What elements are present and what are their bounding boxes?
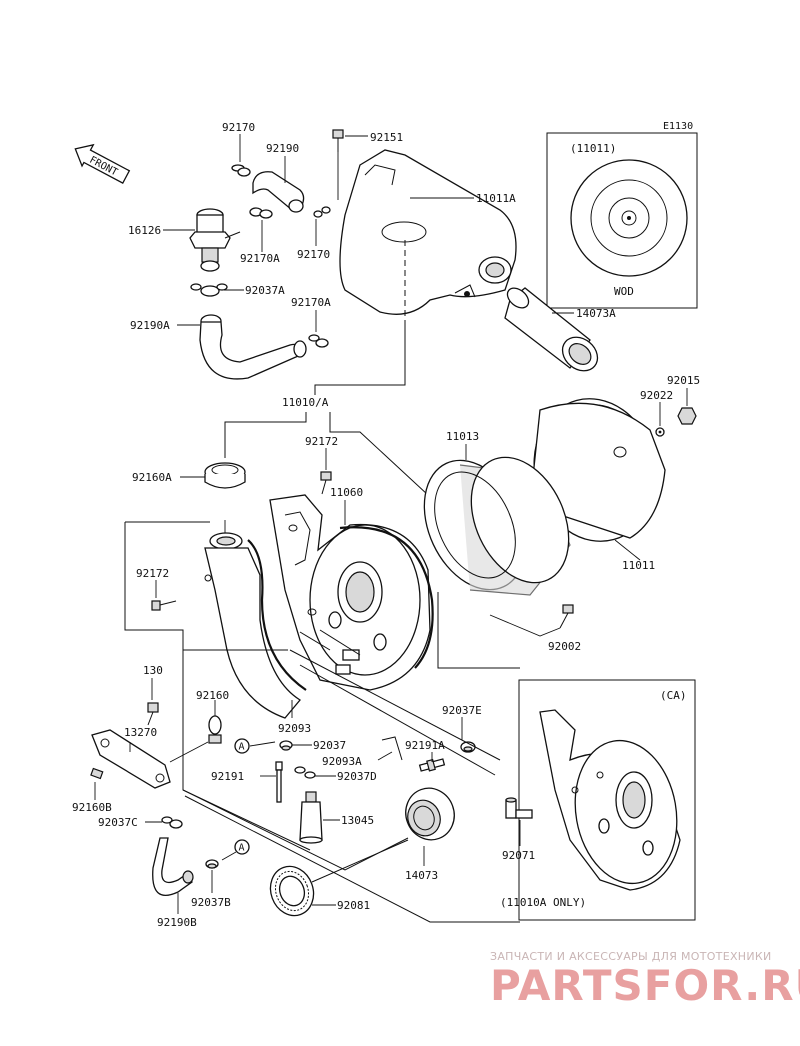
- label-92037B: 92037B: [191, 896, 231, 909]
- fitting-92071: [505, 797, 533, 819]
- clamp-92037: [279, 740, 293, 751]
- label-92022: 92022: [640, 389, 673, 402]
- label-92081: 92081: [337, 899, 370, 912]
- hose-92190B: [152, 837, 194, 897]
- grommet-92160: [208, 715, 222, 744]
- label-92037E: 92037E: [442, 704, 482, 717]
- label-92002: 92002: [548, 640, 581, 653]
- grommet-92160B: [90, 767, 104, 780]
- inset-ca-note: (11010A ONLY): [500, 896, 586, 909]
- wire-92093A: [381, 736, 403, 761]
- clamp-92037A: [190, 283, 228, 297]
- inset-wod-ref: (11011): [570, 142, 616, 155]
- valve-92191A: [418, 758, 446, 772]
- label-92170A-mid: 92170A: [240, 252, 280, 265]
- inset-ca-part: 92071: [502, 849, 535, 862]
- label-92190A: 92190A: [130, 319, 170, 332]
- bolt-92172-lower: [151, 600, 177, 611]
- label-11010A: 11010/A: [282, 396, 329, 409]
- label-92093: 92093: [278, 722, 311, 735]
- bracket-13270: [91, 729, 171, 789]
- clip-92170-right: [313, 206, 331, 218]
- label-92093A: 92093A: [322, 755, 362, 768]
- label-11011: 11011: [622, 559, 655, 572]
- label-92190: 92190: [266, 142, 299, 155]
- front-arrow-icon: FRONT: [74, 143, 131, 185]
- inset-wod: (11011) WOD: [546, 132, 698, 309]
- diagram-code: E1130: [663, 121, 693, 132]
- inset-ca-tag: (CA): [660, 689, 687, 702]
- valve-16126: [189, 208, 241, 272]
- label-92151: 92151: [370, 131, 403, 144]
- clamp-92037C: [161, 816, 183, 829]
- label-92191: 92191: [211, 770, 244, 783]
- seal-92081: [269, 865, 315, 917]
- clip-92170A-right: [308, 334, 329, 348]
- label-92160B: 92160B: [72, 801, 112, 814]
- bolt-92172-top: [320, 471, 332, 495]
- gasket-92160A: [204, 462, 246, 489]
- intake-14073: [405, 787, 455, 841]
- cover-11011: [529, 398, 666, 542]
- hose-92190A: [199, 314, 307, 380]
- clamp-92037D: [294, 766, 316, 779]
- inset-wod-caption: WOD: [614, 285, 634, 298]
- label-92170-top: 92170: [222, 121, 255, 134]
- marker-A-upper: A: [234, 738, 250, 754]
- marker-A-upper-label: A: [239, 742, 245, 753]
- backplate-11010: [269, 494, 434, 691]
- label-13270: 13270: [124, 726, 157, 739]
- label-92037A: 92037A: [245, 284, 285, 297]
- bolt-92002: [559, 604, 574, 629]
- label-11060: 11060: [330, 486, 363, 499]
- label-14073A: 14073A: [576, 307, 616, 320]
- label-92160A: 92160A: [132, 471, 172, 484]
- watermark-brand: PARTSFOR.RU: [490, 961, 800, 1010]
- label-14073: 14073: [405, 869, 438, 882]
- bolt-92151: [332, 129, 344, 152]
- label-92037D: 92037D: [337, 770, 377, 783]
- label-92190B: 92190B: [157, 916, 197, 929]
- label-92172-top: 92172: [305, 435, 338, 448]
- clip-92170A-mid: [249, 207, 273, 219]
- nut-92015: [677, 407, 697, 425]
- marker-A-lower: A: [234, 839, 250, 855]
- label-16126: 16126: [128, 224, 161, 237]
- label-92015: 92015: [667, 374, 700, 387]
- label-11011A: 11011A: [476, 192, 516, 205]
- label-92191A: 92191A: [405, 739, 445, 752]
- watermark-tagline: ЗАПЧАСТИ И АКСЕССУАРЫ ДЛЯ МОТОТЕХНИКИ: [490, 950, 772, 963]
- label-92160: 92160: [196, 689, 229, 702]
- label-11013: 11013: [446, 430, 479, 443]
- clamp-92037B: [205, 859, 219, 869]
- hose-92190: [252, 171, 305, 213]
- duct-14073A: [504, 287, 599, 372]
- label-92170A-right: 92170A: [291, 296, 331, 309]
- filter-13045: [299, 791, 323, 844]
- hinge-pin: [299, 629, 361, 675]
- label-92037: 92037: [313, 739, 346, 752]
- label-92172-lower: 92172: [136, 567, 169, 580]
- label-92170-right: 92170: [297, 248, 330, 261]
- label-92037C: 92037C: [98, 816, 138, 829]
- tube-92191: [275, 761, 283, 803]
- inset-ca: (CA) 92071 (11010A ONLY): [500, 679, 696, 921]
- marker-A-lower-label: A: [239, 843, 245, 854]
- label-13045: 13045: [341, 814, 374, 827]
- label-130: 130: [143, 664, 163, 677]
- clip-92170-top: [231, 164, 251, 177]
- screw-130: [147, 702, 159, 726]
- breather-duct: [204, 532, 307, 719]
- filter-11013: [423, 456, 571, 596]
- housing-11011A: [339, 149, 517, 315]
